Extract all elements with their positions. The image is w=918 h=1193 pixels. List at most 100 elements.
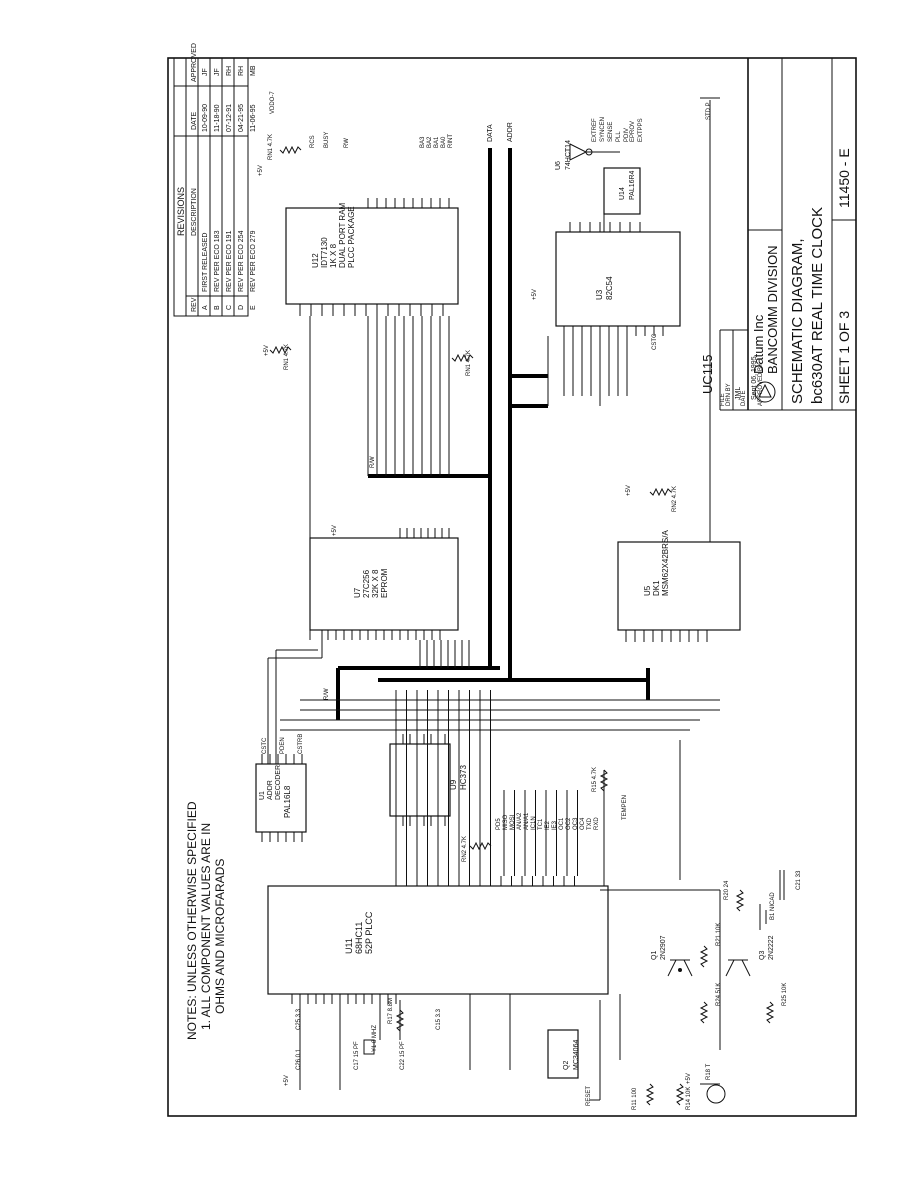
circuit-traces <box>267 97 721 1101</box>
q1-labels-line-0: Q1 <box>651 951 658 960</box>
u12-labels-line-0: U12 <box>311 253 320 268</box>
rn1-mid-label: RN1 4.7K <box>284 344 290 370</box>
notes-block: NOTES: UNLESS OTHERWISE SPECIFIED 1. ALL… <box>185 801 227 1040</box>
rn2-top-resistor <box>649 487 672 497</box>
r11-label: R11 100 <box>632 1087 638 1110</box>
u3-right-label-3: PLL <box>616 131 622 142</box>
u11-port-label-12: OC4 <box>580 817 586 830</box>
signal-labels: +5V+5V+5V+5V+5V+5V+5VR/WR/WRESETTEMPENST… <box>258 91 712 1106</box>
q2-labels-line-0: Q2 <box>563 1061 570 1070</box>
revision-row-1-rev: B <box>214 305 221 310</box>
rn1-top-label: RN1 4.7K <box>268 134 274 160</box>
u3-right-label-4: PDIV <box>624 128 630 142</box>
r25-label: R25 10K <box>782 983 788 1006</box>
q3-labels-line-0: Q3 <box>759 951 766 960</box>
u11-labels-line-1: 68HC11 <box>354 922 364 954</box>
revision-row-2-rev: C <box>226 305 233 310</box>
u7-labels-line-3: EPROM <box>380 568 389 598</box>
ba-label-2: BA1 <box>434 136 440 148</box>
drawing-date: Sept 06, 1995 <box>751 356 758 400</box>
u3-labels-line-0: U3 <box>595 289 604 300</box>
r11-resistor <box>645 1083 655 1106</box>
revision-row-0-approved: JF <box>202 68 209 76</box>
file-label: FILE <box>720 393 726 406</box>
drawing-frame <box>167 57 857 1117</box>
revision-row-0-description: FIRST RELEASED <box>202 233 209 292</box>
r24-label: R24 51K <box>716 983 722 1006</box>
revisions-title: REVISIONS <box>176 187 186 236</box>
plus5v-label-q: +5V <box>686 1073 692 1084</box>
tempen-label: TEMPEN <box>622 795 628 820</box>
decoder-out-label-2: CSTRB <box>298 734 304 754</box>
addr-bus-label: ADDR <box>507 122 514 142</box>
decoder-out-label-0: CSTC <box>262 737 268 754</box>
r20-label: R20 24 <box>724 880 730 900</box>
u1-labels-line-0: U1 <box>259 791 266 800</box>
u3-right-label-1: SYNCEN <box>600 117 606 142</box>
u7-labels-line-0: U7 <box>353 587 362 598</box>
revision-row-0-rev: A <box>202 305 209 310</box>
date-label: DATE <box>741 390 747 406</box>
notes-line-2: OHMS AND MICROFARADS <box>213 859 227 1014</box>
revision-row-2-approved: RH <box>226 66 233 76</box>
u5-labels-line-1: DK1 <box>652 580 661 596</box>
c25-label: C25 3.3 <box>296 1008 302 1030</box>
title-line-2: bc630AT REAL TIME CLOCK <box>809 207 826 404</box>
revisions-header-description: DESCRIPTION <box>191 188 198 236</box>
sheet-number: SHEET 1 OF 3 <box>836 311 852 404</box>
u5-labels-line-2: MSM62X42BRS/A <box>661 530 670 596</box>
r14-label: R14 10K <box>686 1087 692 1110</box>
u7-labels-line-1: 27C256 <box>362 569 371 598</box>
u11-port-label-11: OC3 <box>573 817 579 830</box>
revision-row-1-approved: JF <box>214 68 221 76</box>
u11-labels-line-0: U11 <box>344 938 354 954</box>
c26-label: C26 0.1 <box>296 1048 302 1070</box>
u11-port-label-6: TC1 <box>538 818 544 830</box>
r15-resistor <box>599 769 609 792</box>
plus5v-label-top: +5V <box>258 165 264 176</box>
u11-port-label-7: IE2 <box>545 820 551 830</box>
r21-label: R21 10K <box>716 923 722 946</box>
u11-port-label-5: IC1N <box>531 816 537 830</box>
u11-port-label-1: MISO <box>503 814 509 830</box>
rw-right-label: RW <box>344 138 350 148</box>
r25-resistor <box>765 1001 775 1024</box>
u11-port-label-14: RXD <box>594 817 600 830</box>
u11-port-label-3: AN/A2 <box>517 812 523 830</box>
u9-labels-line-1: HC373 <box>459 765 468 790</box>
rn2-top-label: RN2 4.7K <box>672 486 678 512</box>
plus5v-label-u3: +5V <box>532 289 538 300</box>
u12-labels-line-3: DUAL PORT RAM <box>338 202 347 268</box>
drawn-by: JML <box>735 387 742 400</box>
plus5v-label-u5: +5V <box>626 485 632 496</box>
title-block: Datum Inc BANCOMM DIVISION SCHEMATIC DIA… <box>747 57 857 411</box>
revision-row-2-date: 07-12-91 <box>226 104 233 132</box>
r17-resistor <box>395 1009 405 1032</box>
u3-right-label-2: SENSE <box>608 122 614 142</box>
rn1-bus-label: RN1 4.7K <box>466 350 472 376</box>
revision-row-1-description: REV PER ECO 183 <box>214 230 221 292</box>
r18-label: R18 T <box>706 1063 712 1080</box>
ba-label-0: BA3 <box>420 136 426 148</box>
r15-label: R15 4.7K <box>592 767 598 792</box>
revision-row-2-description: REV PER ECO 191 <box>226 230 233 292</box>
title-line-1: SCHEMATIC DIAGRAM, <box>789 238 806 404</box>
u1-labels-line-2: DECODER <box>275 765 282 800</box>
r20-resistor <box>735 889 745 912</box>
notes-heading: NOTES: UNLESS OTHERWISE SPECIFIED <box>185 801 199 1040</box>
r17-label: R17 8.8M <box>388 998 394 1024</box>
rn2-mid-label: RN2 4.7K <box>462 836 468 862</box>
r21-resistor <box>699 945 709 968</box>
u1-part: PAL16L8 <box>283 785 292 818</box>
